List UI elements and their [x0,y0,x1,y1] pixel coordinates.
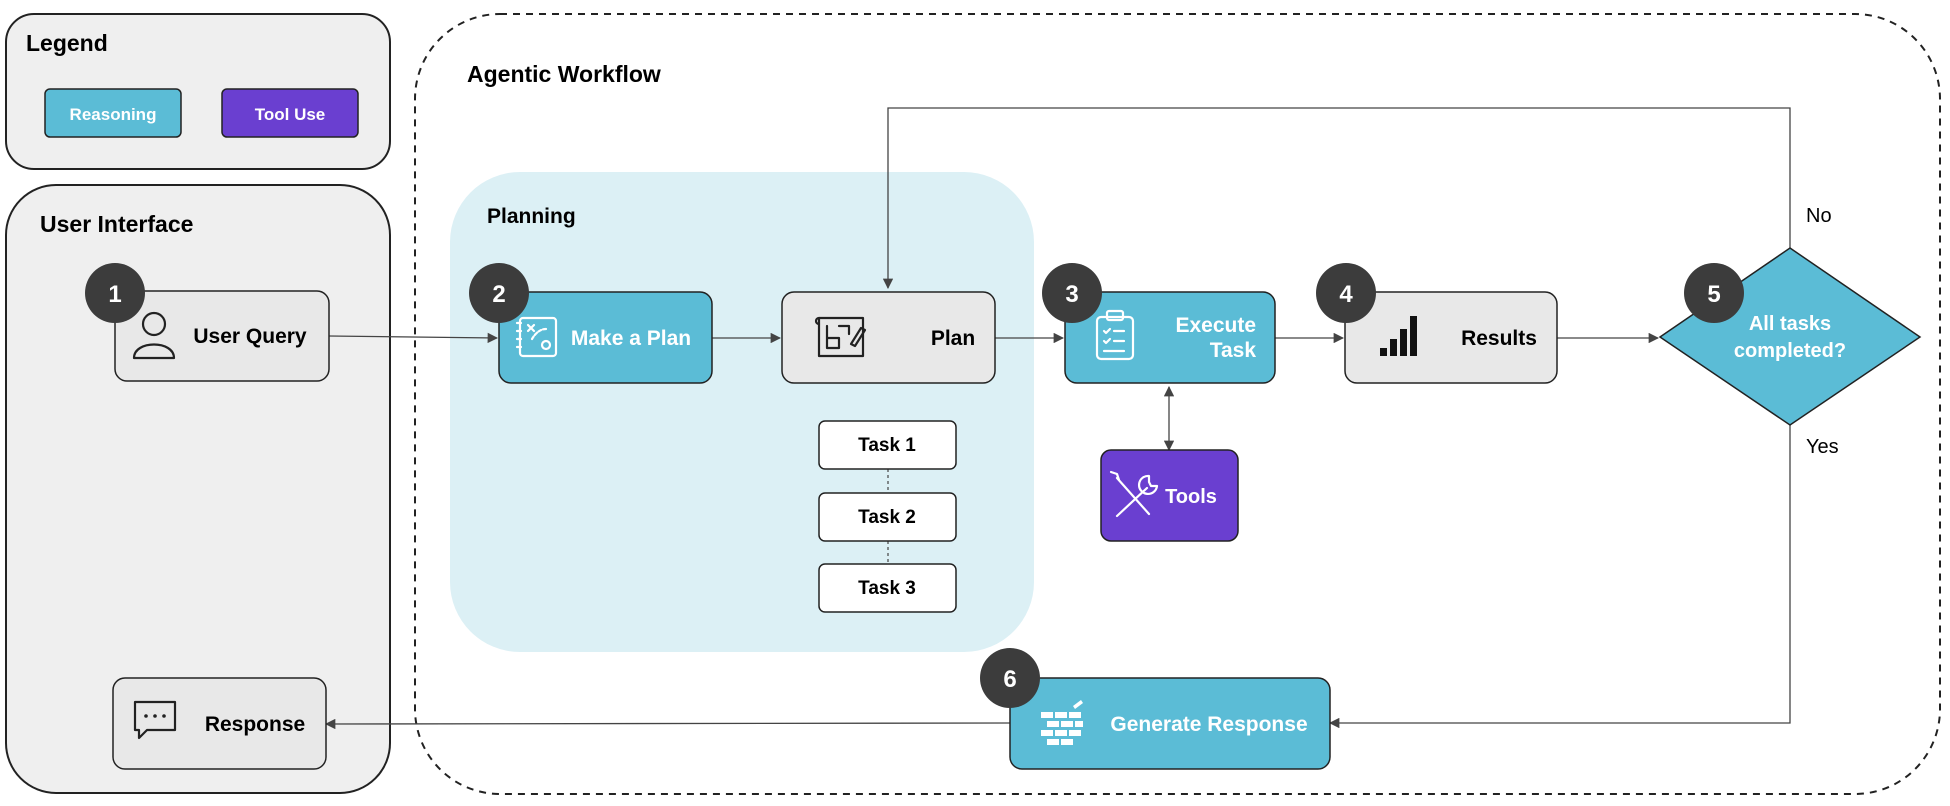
make-plan-label: Make a Plan [571,327,691,350]
results-label: Results [1461,327,1537,350]
legend-tool-use-label: Tool Use [255,105,326,124]
user-interface-title: User Interface [40,211,193,237]
decision-no-label: No [1806,205,1832,227]
workflow-title: Agentic Workflow [467,61,661,87]
svg-text:1: 1 [108,281,121,308]
edges [324,107,1791,730]
decision-yes-label: Yes [1806,436,1839,458]
agentic-workflow-container: Agentic Workflow [414,13,1941,795]
svg-text:2: 2 [492,281,505,308]
svg-text:4: 4 [1339,281,1353,308]
decision-node: All tasks completed? [1658,247,1922,426]
legend-title: Legend [26,30,108,56]
bar-chart-icon [1380,316,1417,356]
wrench-screwdriver-icon [1109,470,1159,518]
execute-task-label-line1: Execute [1175,314,1256,337]
step-badge-5: 5 [1684,263,1744,323]
execute-task-node: Execute Task [1064,291,1276,384]
task-list: Task 1 Task 2 Task 3 [818,420,957,613]
bricks-icon [1041,700,1083,745]
results-node: Results [1344,291,1558,384]
task-item: Task 1 [818,420,957,470]
svg-text:3: 3 [1065,281,1078,308]
blueprint-icon [814,316,867,358]
tools-label: Tools [1165,486,1217,508]
step-badge-2: 2 [469,263,529,323]
task-item: Task 2 [818,492,957,542]
task-label: Task 1 [858,435,916,456]
clipboard-icon [1095,309,1135,361]
user-query-node: User Query [114,290,330,382]
decision-label-line2: completed? [1734,340,1846,362]
make-plan-node: Make a Plan [498,291,713,384]
generate-response-label: Generate Response [1110,713,1307,736]
step-badge-6: 6 [980,648,1040,708]
plan-node: Plan [781,291,996,384]
legend-reasoning-label: Reasoning [70,105,157,124]
legend-panel: Legend Reasoning Tool Use [5,13,391,170]
task-label: Task 2 [858,507,916,528]
plan-label: Plan [931,327,975,350]
step-badge-1: 1 [85,263,145,323]
task-label: Task 3 [858,578,916,599]
user-query-label: User Query [193,325,307,348]
step-badge-3: 3 [1042,263,1102,323]
planning-title: Planning [487,205,576,228]
svg-text:5: 5 [1707,281,1720,308]
edge-yes-to-generate [1328,425,1791,729]
chat-bubble-icon [133,700,177,740]
task-item: Task 3 [818,563,957,613]
svg-text:6: 6 [1003,666,1016,693]
execute-task-label-line2: Task [1210,339,1257,362]
legend-reasoning: Reasoning [44,88,182,138]
edge-query-to-make-plan [328,332,499,344]
strategy-icon [515,316,558,358]
legend-tool-use: Tool Use [221,88,359,138]
person-icon [132,311,176,360]
edge-no-loop [882,107,1791,290]
generate-response-node: Generate Response [1009,677,1331,770]
step-badge-4: 4 [1316,263,1376,323]
tools-node: Tools [1100,449,1239,542]
response-label: Response [205,713,305,736]
edge-generate-to-response [324,718,1011,730]
response-node: Response [112,677,327,770]
decision-label-line1: All tasks [1749,313,1831,335]
